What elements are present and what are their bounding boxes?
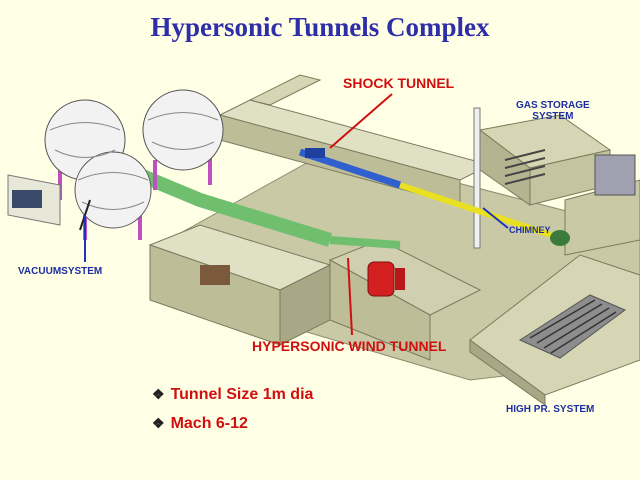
shock-tunnel-label: SHOCK TUNNEL xyxy=(343,75,454,91)
gas-storage-label-line2: SYSTEM xyxy=(516,111,590,122)
chimney-label: CHIMNEY xyxy=(509,225,551,235)
gas-storage-label: GAS STORAGE SYSTEM xyxy=(516,100,590,122)
diamond-bullet-icon: ❖ xyxy=(152,386,165,402)
diamond-bullet-icon: ❖ xyxy=(152,415,165,431)
vacuum-pump-house xyxy=(8,175,60,225)
gas-storage-label-line1: GAS STORAGE xyxy=(516,100,590,111)
gas-storage-building xyxy=(480,115,610,205)
hypersonic-wind-tunnel-label: HYPERSONIC WIND TUNNEL xyxy=(252,338,446,354)
vacuum-system-label: VACUUMSYSTEM xyxy=(18,266,102,277)
bullet-text: Mach 6-12 xyxy=(171,415,248,432)
chimney-stack xyxy=(474,108,480,248)
bullet-mach: ❖ Mach 6-12 xyxy=(152,415,248,433)
high-pressure-system-label: HIGH PR. SYSTEM xyxy=(506,404,594,415)
vacuum-spheres xyxy=(45,90,223,240)
bullet-tunnel-size: ❖ Tunnel Size 1m dia xyxy=(152,386,313,404)
bullet-text: Tunnel Size 1m dia xyxy=(171,386,314,403)
